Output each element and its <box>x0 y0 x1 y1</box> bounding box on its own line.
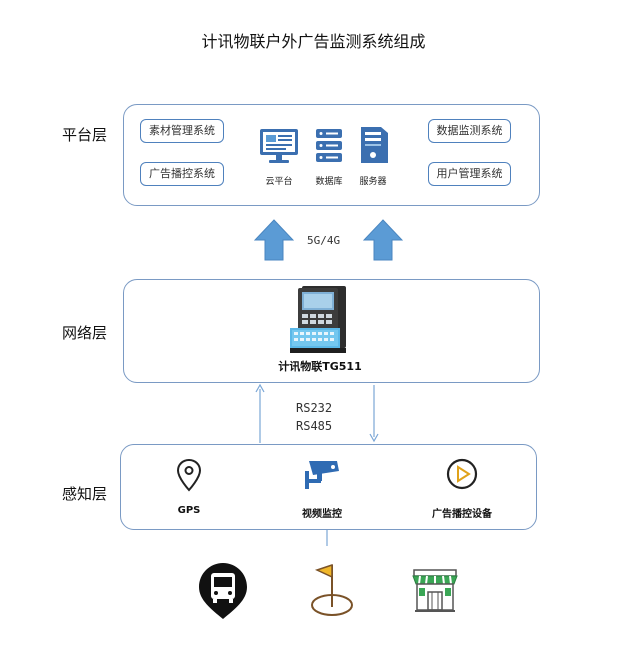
layer-label-network: 网络层 <box>62 324 108 342</box>
system-box-user-manage[interactable]: 用户管理系统 <box>428 162 511 186</box>
device-label-video: 视频监控 <box>302 509 342 520</box>
device-label-gps: GPS <box>177 505 201 516</box>
layer-label-platform: 平台层 <box>62 126 108 144</box>
golf-flag-icon <box>311 563 353 616</box>
device-label-ad-player: 广告播控设备 <box>432 509 492 520</box>
gateway-device-icon <box>290 286 346 353</box>
uplink-arrow-right-icon <box>363 219 403 261</box>
serial-label-rs232: RS232 <box>296 401 333 415</box>
icon-caption-database: 数据库 <box>315 177 343 187</box>
page-title: 计讯物联户外广告监测系统组成 <box>201 32 426 51</box>
icon-caption-cloud: 云平台 <box>265 177 293 187</box>
uplink-label: 5G/4G <box>307 234 341 247</box>
icon-caption-server: 服务器 <box>359 177 387 187</box>
layer-label-sensing: 感知层 <box>62 485 108 503</box>
system-box-material[interactable]: 素材管理系统 <box>140 119 224 143</box>
serial-link-arrows <box>255 383 379 443</box>
gateway-device-label: 计讯物联TG511 <box>278 360 362 373</box>
system-box-data-monitor[interactable]: 数据监测系统 <box>428 119 511 143</box>
monitor-icon <box>260 129 298 163</box>
storefront-icon <box>412 569 458 612</box>
database-icon <box>316 129 342 162</box>
bus-stop-icon <box>199 563 247 619</box>
serial-label-rs485: RS485 <box>296 419 333 433</box>
sensing-panel <box>120 444 537 530</box>
system-box-ad-control[interactable]: 广告播控系统 <box>140 162 224 186</box>
security-camera-icon <box>305 461 339 489</box>
scenario-connector-line <box>326 530 328 546</box>
location-pin-icon <box>176 458 202 492</box>
server-icon <box>361 127 388 163</box>
uplink-arrow-left-icon <box>254 219 294 261</box>
play-button-icon <box>446 458 478 490</box>
